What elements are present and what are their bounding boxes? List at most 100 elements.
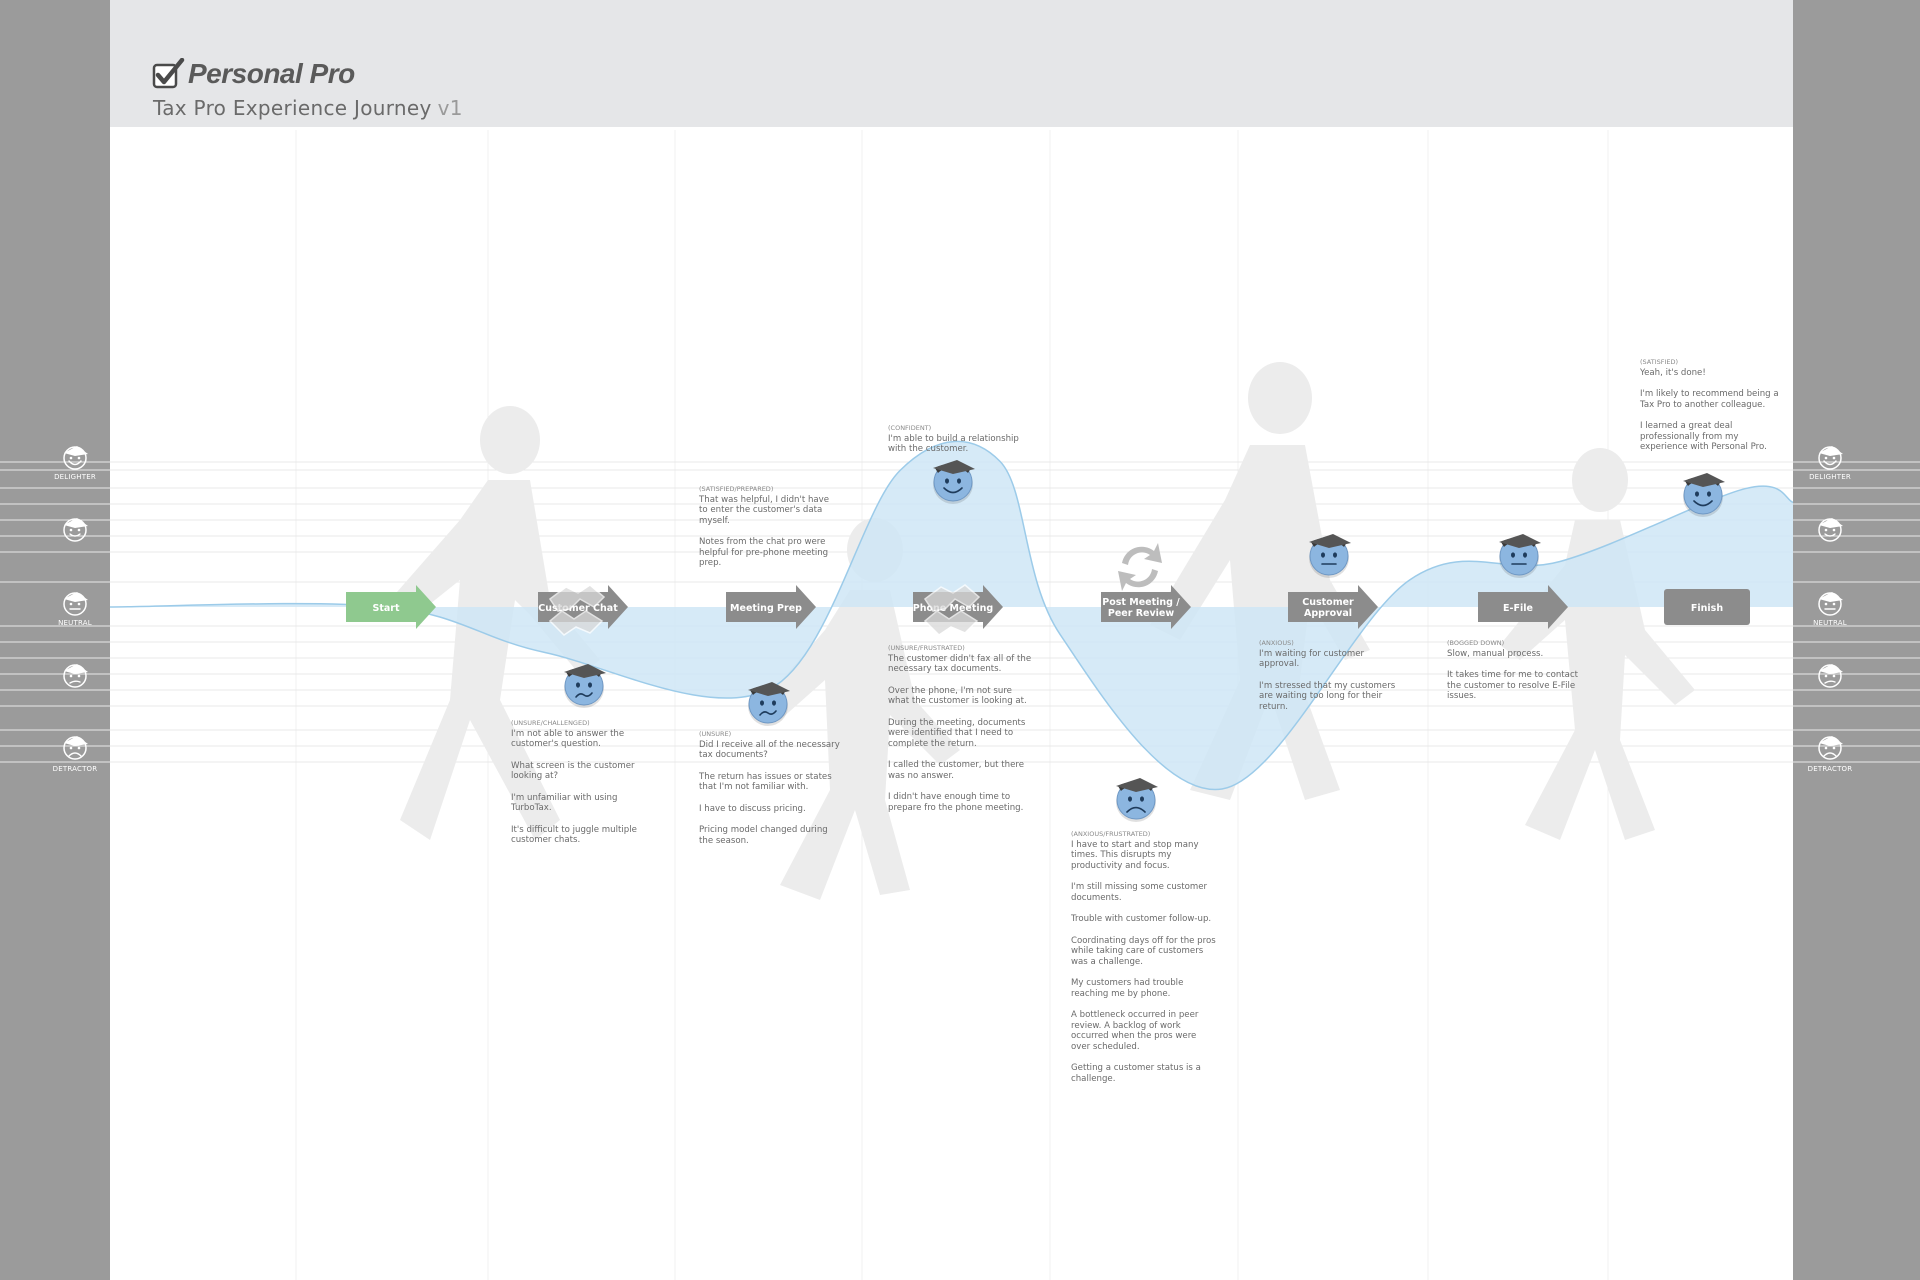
neutral-scale-icon-right: [1818, 592, 1843, 616]
step-label: E-File: [1503, 603, 1533, 614]
note-line: A bottleneck occurred in peer review. A …: [1071, 1010, 1199, 1052]
logo-text: Personal Pro: [188, 58, 355, 89]
happy-scale-icon-right: [1818, 518, 1843, 542]
header: [110, 0, 1793, 127]
unhappy-scale-icon-left: [63, 664, 88, 688]
step-label: Finish: [1691, 603, 1723, 614]
note-line: I have to start and stop many times. Thi…: [1071, 839, 1199, 871]
note-finish: (SATISFIED) Yeah, it's done! I'm likely …: [1640, 357, 1780, 464]
note-line: Coordinating days off for the pros while…: [1071, 935, 1216, 967]
note-line: Notes from the chat pro were helpful for…: [699, 537, 829, 568]
step-label: Peer Review: [1108, 608, 1174, 619]
detractor-scale-icon-right: [1818, 736, 1843, 760]
note-line: I called the customer, but there was no …: [888, 760, 1025, 781]
step-meeting-prep[interactable]: Meeting Prep: [726, 585, 816, 629]
note-line: My customers had trouble reaching me by …: [1071, 978, 1184, 999]
note-line: Did I receive all of the necessary tax d…: [699, 739, 840, 761]
version-label: v1: [437, 96, 463, 120]
scale-label-delighter-right: DELIGHTER: [1809, 473, 1851, 481]
note-line: The customer didn't fax all of the neces…: [888, 653, 1032, 675]
note-phone-meeting-low: (UNSURE/FRUSTRATED) The customer didn't …: [888, 643, 1033, 824]
step-e-file[interactable]: E-File: [1478, 585, 1568, 629]
note-line: Trouble with customer follow-up.: [1071, 914, 1212, 924]
step-label: Post Meeting /: [1102, 597, 1180, 608]
checkmark-icon: [152, 58, 185, 89]
note-line: I'm able to build a relationship with th…: [888, 433, 1019, 455]
note-line: What screen is the customer looking at?: [511, 760, 635, 782]
detractor-scale-icon-left: [63, 736, 88, 760]
note-line: That was helpful, I didn't have to enter…: [699, 494, 830, 526]
happy-face-icon: [933, 460, 975, 504]
note-tag: (CONFIDENT): [888, 424, 932, 432]
neutral-scale-icon-left: [63, 592, 88, 616]
note-tag: (ANXIOUS): [1259, 639, 1294, 647]
note-tag: (SATISFIED): [1640, 358, 1679, 366]
note-line: It takes time for me to contact the cust…: [1447, 670, 1579, 701]
delighter-scale-icon-left: [63, 446, 88, 470]
step-label: Phone Meeting: [913, 603, 993, 614]
step-label: Customer Chat: [538, 603, 618, 614]
note-line: Pricing model changed during the season.: [699, 825, 828, 846]
scale-label-detractor-right: DETRACTOR: [1807, 765, 1853, 773]
frown-face-icon: [1116, 778, 1158, 822]
note-line: It's difficult to juggle multiple custom…: [511, 824, 637, 846]
note-tag: (ANXIOUS/FRUSTRATED): [1071, 830, 1151, 838]
note-meeting-prep-high: (SATISFIED/PREPARED) That was helpful, I…: [699, 484, 839, 580]
note-customer-approval: (ANXIOUS) I'm waiting for customer appro…: [1259, 638, 1404, 723]
scale-label-delighter-left: DELIGHTER: [54, 473, 96, 481]
note-tag: (SATISFIED/PREPARED): [699, 485, 774, 493]
left-scale-bar: [0, 0, 110, 1280]
step-label: Start: [372, 603, 399, 614]
note-line: I'm still missing some customer document…: [1071, 882, 1208, 903]
note-line: I'm waiting for customer approval.: [1259, 648, 1365, 670]
title-text: Tax Pro Experience Journey: [153, 96, 432, 120]
note-customer-chat: (UNSURE/CHALLENGED) I'm not able to answ…: [511, 718, 641, 857]
emotion-curve-line: [109, 440, 1794, 791]
happy-face-icon: [1683, 473, 1725, 517]
delighter-scale-icon-right: [1818, 446, 1843, 470]
logo: Personal Pro: [152, 58, 355, 90]
neutral-face-icon: [1309, 534, 1351, 578]
note-line: The return has issues or states that I'm…: [699, 771, 832, 793]
unhappy-scale-icon-right: [1818, 664, 1843, 688]
scale-label-neutral-left: NEUTRAL: [58, 619, 92, 627]
sad-face-icon: [564, 664, 606, 708]
step-label: Customer: [1302, 597, 1354, 608]
handshake-icon: [923, 584, 981, 636]
neutral-face-icon: [1499, 534, 1541, 578]
step-label: Meeting Prep: [730, 603, 802, 614]
step-finish[interactable]: Finish: [1664, 589, 1750, 625]
refresh-icon: [1118, 543, 1162, 591]
handshake-icon: [548, 584, 606, 636]
note-efile: (BOGGED DOWN) Slow, manual process. It t…: [1447, 638, 1587, 713]
happy-scale-icon-left: [63, 518, 88, 542]
note-line: I'm likely to recommend being a Tax Pro …: [1640, 389, 1779, 410]
note-tag: (UNSURE): [699, 730, 732, 738]
note-line: I didn't have enough time to prepare fro…: [888, 792, 1024, 813]
note-line: Over the phone, I'm not sure what the cu…: [888, 685, 1027, 707]
emotion-curve-area: [110, 441, 1793, 790]
note-line: I'm not able to answer the customer's qu…: [511, 728, 625, 750]
step-start[interactable]: Start: [346, 585, 436, 629]
right-scale-bar: [1793, 0, 1920, 1280]
note-line: I'm stressed that my customers are waiti…: [1259, 680, 1396, 712]
note-peer-review: (ANXIOUS/FRUSTRATED) I have to start and…: [1071, 829, 1216, 1095]
note-line: During the meeting, documents were ident…: [888, 717, 1026, 749]
scale-label-detractor-left: DETRACTOR: [52, 765, 98, 773]
note-line: Yeah, it's done!: [1640, 367, 1706, 378]
note-phone-meeting-high: (CONFIDENT) I'm able to build a relation…: [888, 423, 1038, 466]
note-tag: (UNSURE/FRUSTRATED): [888, 644, 965, 652]
step-label: Approval: [1304, 608, 1352, 619]
note-line: I'm unfamiliar with using TurboTax.: [511, 792, 618, 814]
note-tag: (BOGGED DOWN): [1447, 639, 1505, 647]
note-line: Slow, manual process.: [1447, 648, 1544, 659]
note-meeting-prep-low: (UNSURE) Did I receive all of the necess…: [699, 729, 844, 857]
sad-face-icon: [748, 682, 790, 726]
step-post-meeting-peer-review[interactable]: Post Meeting /Peer Review: [1101, 585, 1191, 629]
note-line: I have to discuss pricing.: [699, 803, 806, 814]
note-line: Getting a customer status is a challenge…: [1071, 1063, 1201, 1084]
scale-label-neutral-right: NEUTRAL: [1813, 619, 1847, 627]
